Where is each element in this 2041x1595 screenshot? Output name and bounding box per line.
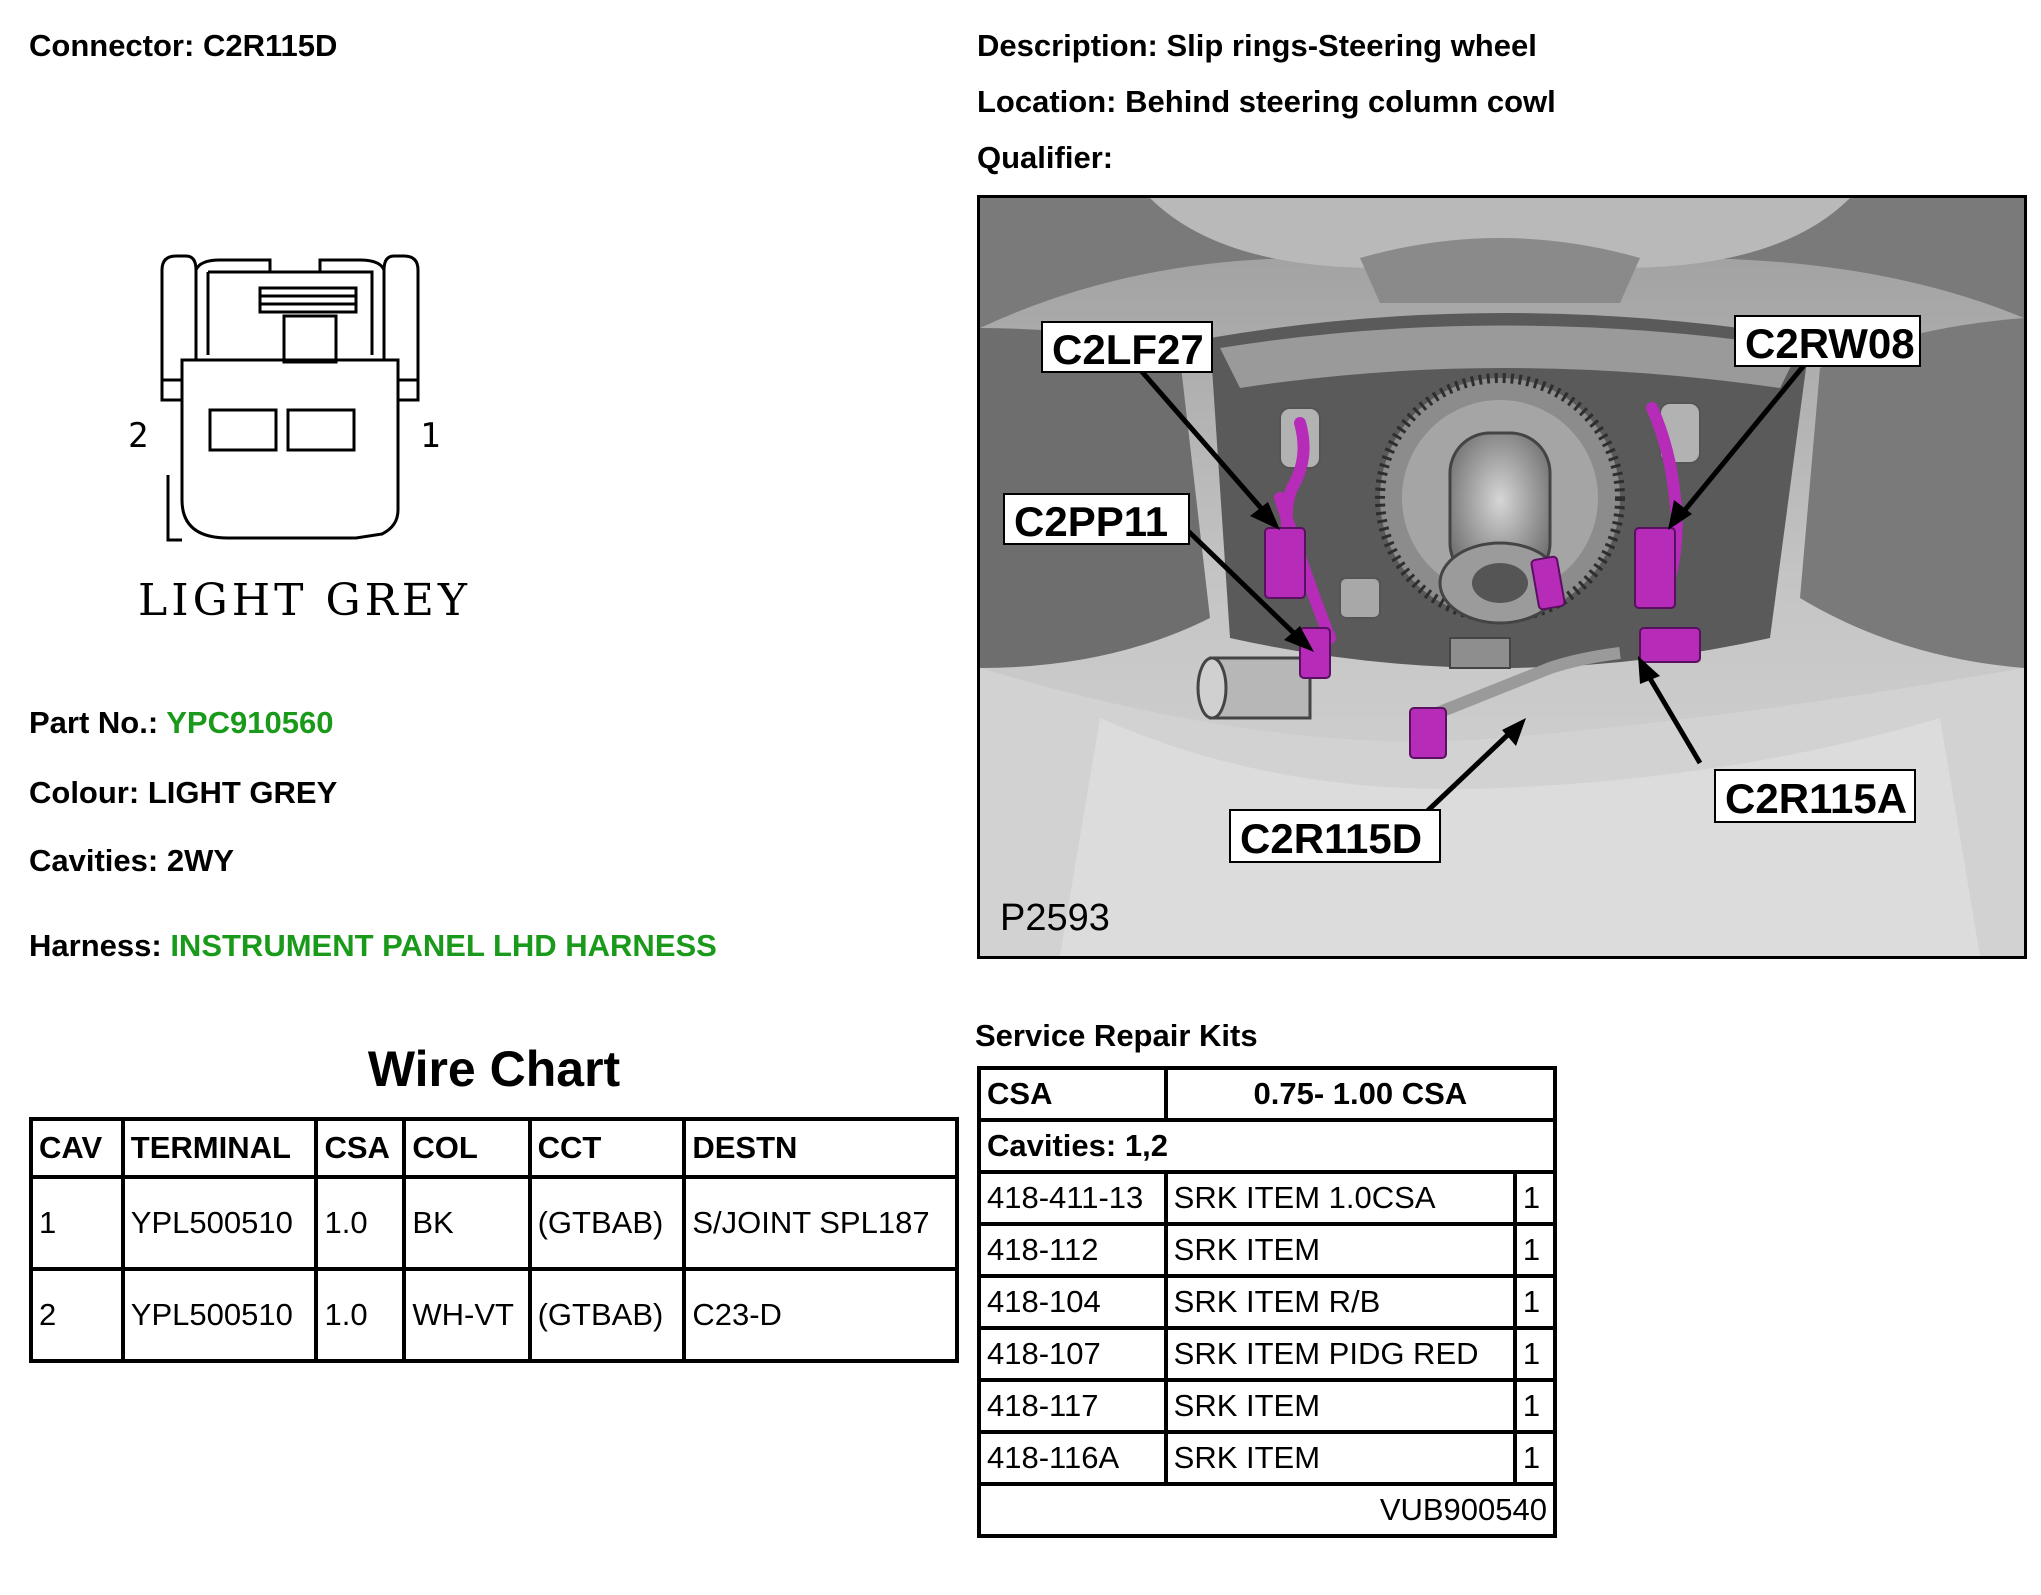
srk-table: CSA 0.75- 1.00 CSA Cavities: 1,2 418-411… <box>977 1066 1558 1538</box>
cell-destn: S/JOINT SPL187 <box>682 1175 959 1271</box>
colour-value: LIGHT GREY <box>147 775 338 810</box>
srk-qty: 1 <box>1512 1222 1558 1278</box>
cavities-label: Cavities: <box>29 843 159 878</box>
srk-csa-label: CSA <box>977 1066 1168 1122</box>
harness-line: Harness: INSTRUMENT PANEL LHD HARNESS <box>29 928 717 964</box>
cavities-line: Cavities: 2WY <box>29 843 234 879</box>
cell-col: WH-VT <box>402 1267 532 1363</box>
table-row: 418-112 SRK ITEM 1 <box>977 1222 1558 1278</box>
cell-cav: 1 <box>29 1175 125 1271</box>
srk-desc: SRK ITEM <box>1163 1222 1517 1278</box>
header-cav: CAV <box>29 1117 125 1179</box>
harness-link[interactable]: INSTRUMENT PANEL LHD HARNESS <box>170 928 717 963</box>
srk-title: Service Repair Kits <box>975 1018 1258 1053</box>
header-terminal: TERMINAL <box>120 1117 319 1179</box>
table-row: 1 YPL500510 1.0 BK (GTBAB) S/JOINT SPL18… <box>29 1175 959 1271</box>
cavities-value: 2WY <box>166 843 235 878</box>
figure-id: P2593 <box>1000 897 1110 939</box>
colour-line: Colour: LIGHT GREY <box>29 775 337 811</box>
table-row: 418-411-13 SRK ITEM 1.0CSA 1 <box>977 1170 1558 1226</box>
description-label: Description: <box>977 28 1158 63</box>
srk-code: 418-112 <box>977 1222 1168 1278</box>
callout-c2r115d: C2R115D <box>1240 815 1422 862</box>
connector-line: Connector: C2R115D <box>29 28 337 64</box>
cell-csa: 1.0 <box>314 1175 407 1271</box>
srk-qty: 1 <box>1512 1430 1558 1486</box>
header-col: COL <box>402 1117 532 1179</box>
connector-face-drawing: 2 1 <box>120 250 460 550</box>
srk-code: 418-117 <box>977 1378 1168 1434</box>
srk-cavities-row: Cavities: 1,2 <box>977 1118 1557 1174</box>
qualifier-line: Qualifier: <box>977 140 1113 176</box>
srk-code: 418-411-13 <box>977 1170 1168 1226</box>
cell-csa: 1.0 <box>314 1267 407 1363</box>
wire-chart-header-row: CAV TERMINAL CSA COL CCT DESTN <box>29 1117 959 1179</box>
srk-desc: SRK ITEM <box>1163 1430 1517 1486</box>
callout-c2lf27: C2LF27 <box>1052 326 1204 373</box>
callout-c2r115a: C2R115A <box>1725 775 1907 822</box>
srk-qty: 1 <box>1512 1378 1558 1434</box>
description-line: Description: Slip rings-Steering wheel <box>977 28 1537 64</box>
harness-label: Harness: <box>29 928 162 963</box>
connector-location-photo: C2LF27 C2RW08 C2PP11 C2R115D C2R115A P25… <box>977 195 2027 959</box>
table-row: 418-117 SRK ITEM 1 <box>977 1378 1558 1434</box>
header-csa: CSA <box>314 1117 407 1179</box>
wire-chart-title: Wire Chart <box>367 1041 621 1097</box>
srk-desc: SRK ITEM <box>1163 1378 1517 1434</box>
wire-chart-table: CAV TERMINAL CSA COL CCT DESTN 1 YPL5005… <box>29 1117 959 1363</box>
srk-code: 418-116A <box>977 1430 1168 1486</box>
srk-csa-row: CSA 0.75- 1.00 CSA <box>977 1066 1558 1122</box>
connector-outline-graphic <box>160 254 420 542</box>
cell-cct: (GTBAB) <box>527 1175 687 1271</box>
table-row: 418-116A SRK ITEM 1 <box>977 1430 1558 1486</box>
cell-col: BK <box>402 1175 532 1271</box>
part-number-label: Part No.: <box>29 705 159 740</box>
description-value: Slip rings-Steering wheel <box>1166 28 1537 63</box>
srk-code: 418-104 <box>977 1274 1168 1330</box>
callout-c2pp11: C2PP11 <box>1014 498 1168 545</box>
srk-desc: SRK ITEM PIDG RED <box>1163 1326 1517 1382</box>
qualifier-label: Qualifier: <box>977 140 1114 175</box>
table-row: 2 YPL500510 1.0 WH-VT (GTBAB) C23-D <box>29 1267 959 1363</box>
cell-cct: (GTBAB) <box>527 1267 687 1363</box>
srk-footer-row: VUB900540 <box>977 1482 1557 1538</box>
srk-cavities: Cavities: 1,2 <box>977 1118 1557 1174</box>
cell-terminal: YPL500510 <box>120 1175 319 1271</box>
part-number-line: Part No.: YPC910560 <box>29 705 333 741</box>
table-row: 418-104 SRK ITEM R/B 1 <box>977 1274 1558 1330</box>
srk-csa-range: 0.75- 1.00 CSA <box>1163 1066 1558 1122</box>
steering-column-illustration: C2LF27 C2RW08 C2PP11 C2R115D C2R115A P25… <box>980 198 2024 956</box>
connector-colour-caption: LIGHT GREY <box>138 575 471 626</box>
header-destn: DESTN <box>682 1117 959 1179</box>
cell-terminal: YPL500510 <box>120 1267 319 1363</box>
pin-number-1: 1 <box>420 416 441 456</box>
location-label: Location: <box>977 84 1117 119</box>
srk-qty: 1 <box>1512 1170 1558 1226</box>
srk-desc: SRK ITEM R/B <box>1163 1274 1517 1330</box>
location-value: Behind steering column cowl <box>1125 84 1556 119</box>
part-number-link[interactable]: YPC910560 <box>166 705 334 740</box>
srk-code: 418-107 <box>977 1326 1168 1382</box>
callout-c2rw08: C2RW08 <box>1745 320 1915 367</box>
connector-label: Connector: <box>29 28 195 63</box>
cell-cav: 2 <box>29 1267 125 1363</box>
srk-qty: 1 <box>1512 1274 1558 1330</box>
srk-footer-code: VUB900540 <box>977 1482 1557 1538</box>
connector-value: C2R115D <box>202 28 338 63</box>
cell-destn: C23-D <box>682 1267 959 1363</box>
pin-number-2: 2 <box>128 416 149 456</box>
colour-label: Colour: <box>29 775 140 810</box>
srk-qty: 1 <box>1512 1326 1558 1382</box>
location-line: Location: Behind steering column cowl <box>977 84 1556 120</box>
header-cct: CCT <box>527 1117 687 1179</box>
srk-desc: SRK ITEM 1.0CSA <box>1163 1170 1517 1226</box>
table-row: 418-107 SRK ITEM PIDG RED 1 <box>977 1326 1558 1382</box>
